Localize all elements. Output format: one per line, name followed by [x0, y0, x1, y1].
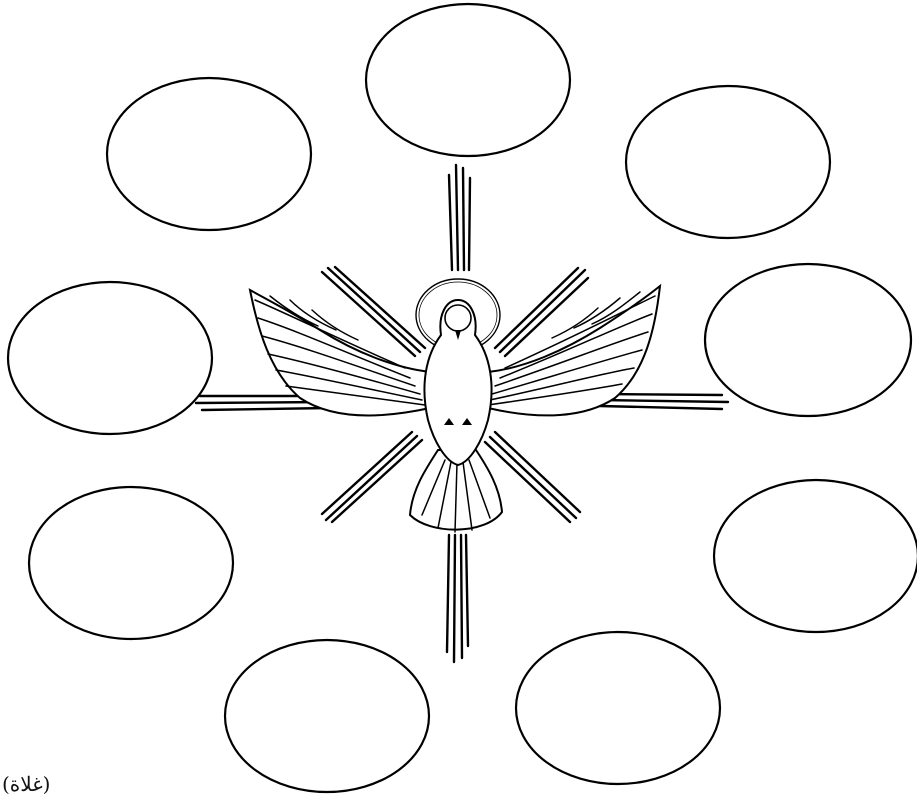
bubble-top[interactable] — [366, 4, 570, 156]
bubble-left-lower[interactable] — [29, 487, 233, 639]
bubble-top-left[interactable] — [107, 78, 311, 230]
bubble-left-upper[interactable] — [8, 282, 212, 434]
ray-lower-left — [322, 432, 422, 522]
ray-top — [449, 165, 470, 270]
bubble-top-right[interactable] — [626, 86, 830, 238]
bubble-bottom-right[interactable] — [516, 632, 720, 784]
ray-bottom — [447, 535, 468, 662]
footnote-text: (غلاة) — [2, 772, 50, 796]
dove-with-halo-icon — [250, 279, 660, 532]
bubble-right-lower[interactable] — [714, 480, 917, 632]
ray-right — [600, 394, 728, 409]
bubble-bottom-left[interactable] — [225, 640, 429, 792]
right-wing-icon — [488, 286, 660, 415]
bubble-right-upper[interactable] — [705, 264, 911, 416]
